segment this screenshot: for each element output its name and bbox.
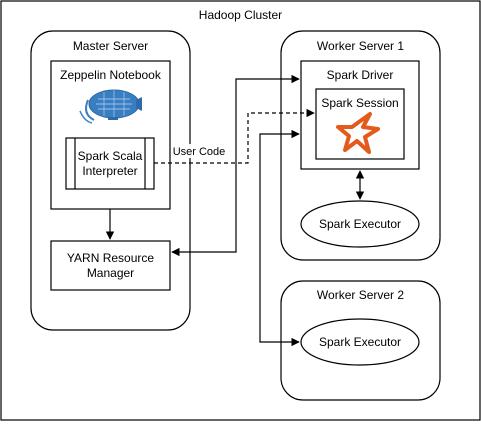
edge-driver-executor-2 xyxy=(259,129,300,347)
worker-server-1-title: Worker Server 1 xyxy=(317,39,404,53)
spark-executor-1 xyxy=(300,200,420,248)
yarn-label-line2: Manager xyxy=(87,266,134,280)
interpreter-label-line2: Interpreter xyxy=(82,164,137,178)
yarn-label-line1: YARN Resource xyxy=(67,251,154,265)
spark-executor-2-label: Spark Executor xyxy=(319,335,401,349)
spark-executor-1-label: Spark Executor xyxy=(319,217,401,231)
interpreter-label-line1: Spark Scala xyxy=(78,149,143,163)
yarn-resource-manager-box xyxy=(50,240,171,291)
worker-server-2-title: Worker Server 2 xyxy=(317,288,404,302)
spark-executor-2 xyxy=(300,318,420,366)
spark-session-box xyxy=(315,88,405,160)
spark-driver-title: Spark Driver xyxy=(327,68,394,82)
spark-icon xyxy=(336,112,380,154)
edge-label-user-code: User Code xyxy=(173,146,226,158)
spark-session-title: Spark Session xyxy=(321,96,398,110)
master-server-title: Master Server xyxy=(73,39,148,53)
edge-yarn-driver xyxy=(171,74,300,257)
zeppelin-notebook-title: Zeppelin Notebook xyxy=(60,68,162,82)
zeppelin-icon xyxy=(79,89,142,124)
cluster-title: Hadoop Cluster xyxy=(199,8,282,22)
spark-scala-interpreter-box xyxy=(65,137,155,190)
